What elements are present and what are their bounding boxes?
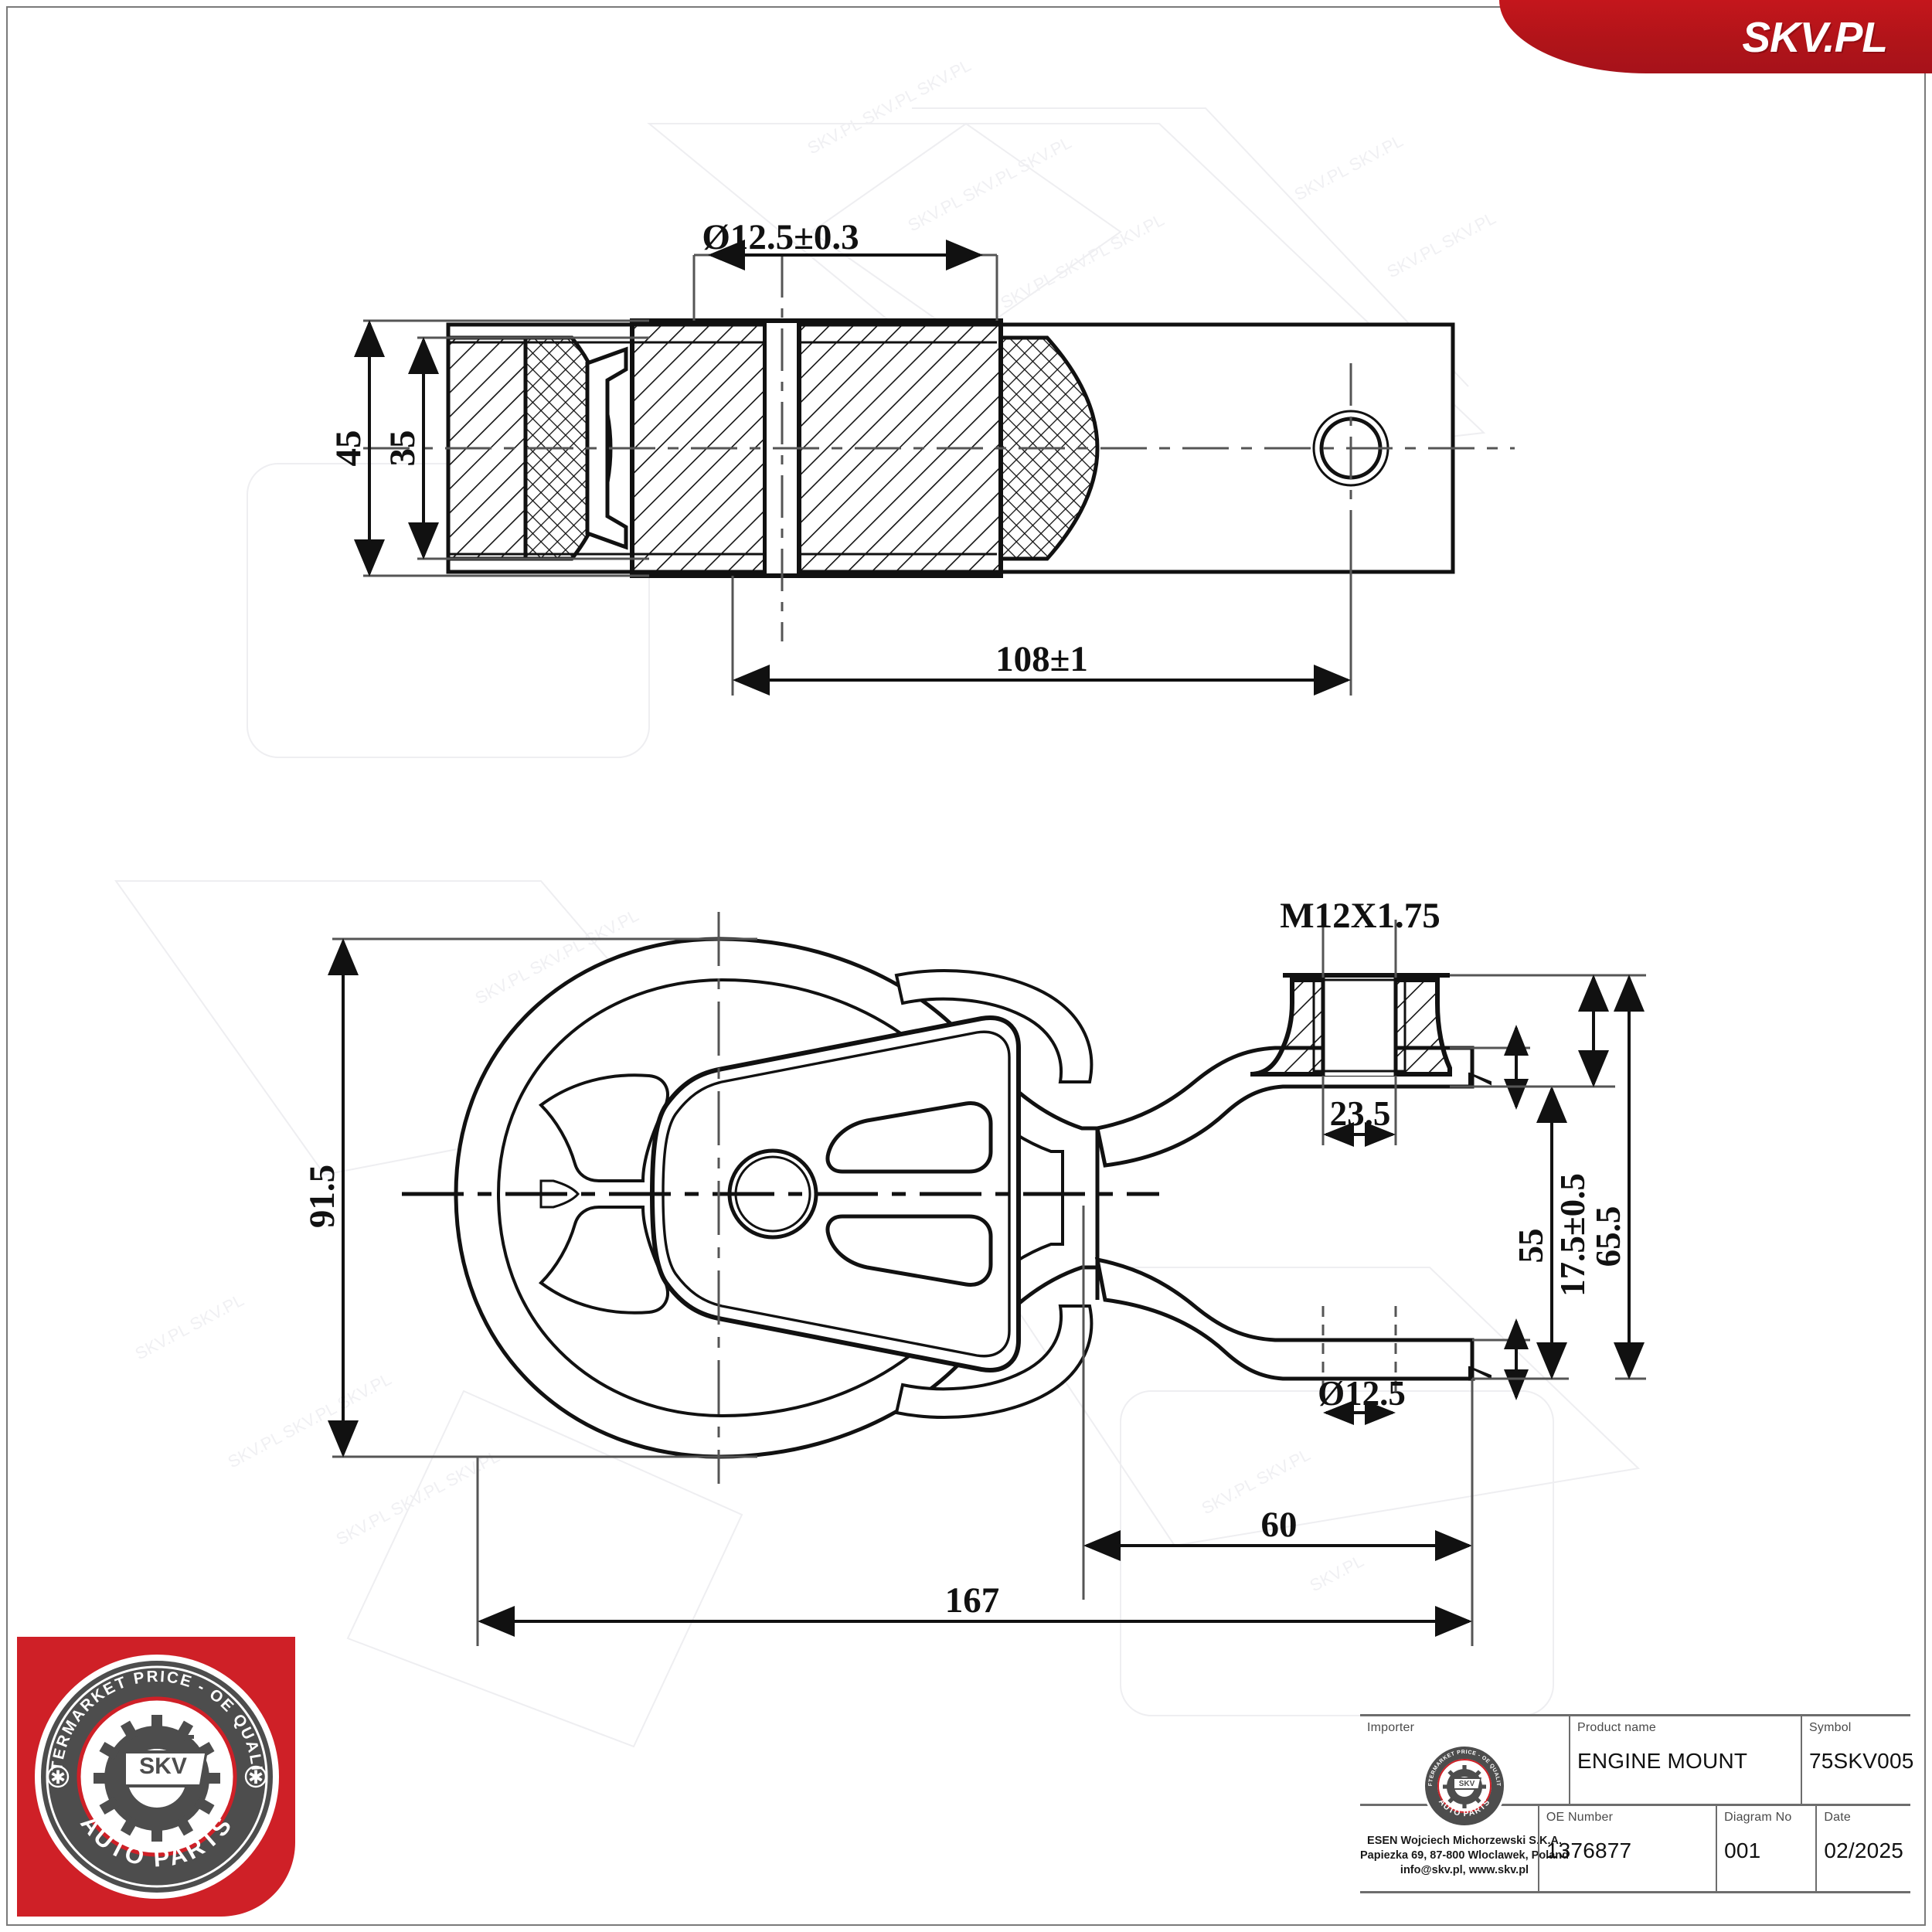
plan-view-bottom: M12X1.75 23.5 7 7 — [302, 896, 1646, 1646]
title-block-cell-importer: Importer — [1360, 1716, 1569, 1876]
badge-center-text: SKV — [139, 1753, 187, 1779]
dim-17-5-tol — [1450, 974, 1615, 1088]
product-name-label: Product name — [1577, 1721, 1657, 1734]
dim-91-5 — [328, 937, 757, 1458]
skv-pl-banner: SKV.PL — [1499, 0, 1932, 73]
title-block-row-bottom: OE Number 1376877 Diagram No 001 Date 02… — [1360, 1806, 1910, 1893]
dim-55-label: 55 — [1512, 1229, 1550, 1264]
importer-contact: info@skv.pl, www.skv.pl — [1400, 1864, 1529, 1876]
dim-m12x175-label: M12X1.75 — [1280, 896, 1440, 936]
title-block-row-top: Importer — [1360, 1716, 1914, 1876]
dim-7-bottom — [1472, 1318, 1530, 1400]
dim-dia-12-5-tol — [692, 240, 998, 321]
dim-108-tol-label: 108±1 — [995, 639, 1088, 679]
svg-text:SKV: SKV — [1459, 1780, 1475, 1788]
date-label: Date — [1824, 1811, 1851, 1824]
title-block-cell-symbol: Symbol 75SKV005 — [1801, 1716, 1914, 1804]
svg-text:SKV.PL SKV.PL SKV.PL: SKV.PL SKV.PL SKV.PL — [804, 56, 975, 158]
title-block-cell-diagram-no: Diagram No 001 — [1716, 1806, 1815, 1893]
diagram-no-value: 001 — [1724, 1838, 1761, 1862]
importer-address-block: ESEN Wojciech Michorzewski S.K.A. Papiez… — [1360, 1834, 1569, 1878]
title-block-cell-importer-spacer — [1360, 1806, 1538, 1893]
importer-gear-icon: SKV — [1443, 1765, 1486, 1808]
symbol-value: 75SKV005 — [1809, 1749, 1914, 1773]
dim-55 — [1450, 1085, 1569, 1380]
svg-text:SKV.PL: SKV.PL — [1307, 1551, 1367, 1595]
title-block-cell-oe-number: OE Number 1376877 — [1537, 1806, 1716, 1893]
oe-number-label: OE Number — [1546, 1811, 1614, 1824]
diagram-no-label: Diagram No — [1724, 1811, 1792, 1824]
dim-dia-12-5-tol-label: Ø12.5±0.3 — [702, 217, 859, 257]
dim-7-top-label: 7 — [1461, 1072, 1499, 1090]
dim-23-5 — [1321, 1076, 1397, 1147]
dim-108-tol — [731, 541, 1352, 696]
symbol-label: Symbol — [1809, 1721, 1852, 1734]
dim-dia-12-5 — [1321, 1306, 1397, 1397]
dim-45 — [354, 319, 649, 577]
dim-17-5-tol-label: 17.5±0.5 — [1553, 1173, 1592, 1297]
product-name-value: ENGINE MOUNT — [1577, 1749, 1748, 1773]
dim-45-label: 45 — [328, 430, 369, 467]
svg-text:✱: ✱ — [50, 1767, 66, 1788]
svg-text:SKV.PL SKV.PL: SKV.PL SKV.PL — [1291, 131, 1406, 204]
asterisk-icon: ✱ ✱ — [46, 1765, 267, 1788]
title-block: Importer — [1360, 1714, 1914, 1893]
dim-m12x175 — [1321, 920, 1397, 978]
title-block-cell-date: Date 02/2025 — [1815, 1806, 1910, 1893]
svg-text:SKV.PL SKV.PL SKV.PL: SKV.PL SKV.PL SKV.PL — [998, 210, 1168, 313]
oe-number-value: 1376877 — [1546, 1838, 1632, 1862]
dim-60-label: 60 — [1261, 1505, 1298, 1545]
title-block-cell-product-name: Product name ENGINE MOUNT — [1569, 1716, 1801, 1804]
sheet-border — [6, 6, 1926, 1926]
dim-167-label: 167 — [945, 1580, 1000, 1621]
dim-65-5-label: 65.5 — [1589, 1206, 1628, 1267]
importer-address: Papiezka 69, 87-800 Wloclawek, Poland — [1360, 1849, 1569, 1862]
dim-65-5 — [1614, 974, 1646, 1380]
importer-name: ESEN Wojciech Michorzewski S.K.A. — [1367, 1835, 1562, 1847]
section-view-top: Ø12.5±0.3 45 35 108±1 — [328, 217, 1515, 696]
dim-7-bottom-label: 7 — [1461, 1366, 1499, 1383]
svg-text:SKV.PL SKV.PL: SKV.PL SKV.PL — [132, 1290, 247, 1363]
gear-icon: SKV — [94, 1715, 220, 1842]
importer-label: Importer — [1367, 1721, 1415, 1734]
dim-dia-12-5-label: Ø12.5 — [1318, 1374, 1406, 1413]
dim-35-label: 35 — [383, 430, 423, 467]
dim-35 — [408, 336, 649, 560]
dim-91-5-label: 91.5 — [302, 1165, 342, 1228]
skv-pl-banner-text: SKV.PL — [1742, 12, 1888, 61]
dim-167 — [476, 1379, 1474, 1646]
importer-logo: SKV AFTERMARKET PRICE - OE QUALITY AUTO … — [1419, 1739, 1508, 1829]
dim-23-5-label: 23.5 — [1330, 1094, 1391, 1133]
svg-text:✱: ✱ — [248, 1767, 264, 1788]
svg-text:SKV.PL SKV.PL: SKV.PL SKV.PL — [1384, 208, 1499, 281]
skv-auto-parts-badge: SKV ✱ ✱ AFTERMARKET PRICE - OE QUALITY A… — [32, 1652, 281, 1901]
date-value: 02/2025 — [1824, 1838, 1903, 1862]
